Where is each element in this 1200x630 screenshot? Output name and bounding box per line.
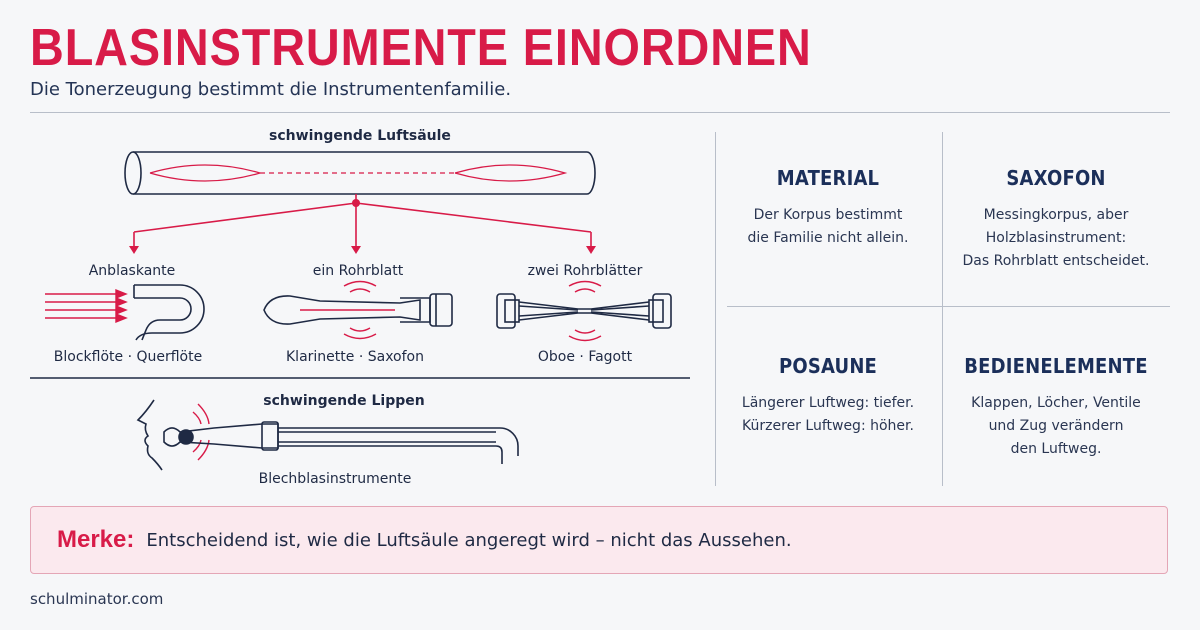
- fact-title: SAXOFON: [1006, 166, 1106, 190]
- lips-vibration-icon: [192, 403, 210, 461]
- fact-title: MATERIAL: [776, 166, 880, 190]
- examples-edge: Blockflöte · Querflöte: [54, 349, 202, 365]
- fact-card-material: MATERIAL Der Korpus bestimmt die Familie…: [715, 166, 941, 250]
- grid-line-horizontal: [727, 306, 1170, 307]
- page-subtitle: Die Tonerzeugung bestimmt die Instrument…: [30, 79, 512, 100]
- double-reed-vibration-icon: [568, 280, 602, 342]
- flute-edge-icon: [133, 284, 205, 341]
- merke-text: Entscheidend ist, wie die Luftsäule ange…: [146, 529, 792, 551]
- grid-line-left: [715, 132, 716, 486]
- merke-callout: Merke: Entscheidend ist, wie die Luftsäu…: [30, 506, 1168, 574]
- sound-production-diagram: schwingende Luftsäule Anblaskante ein Ro…: [30, 128, 690, 487]
- fact-text: Längerer Luftweg: tiefer. Kürzerer Luftw…: [741, 395, 915, 434]
- grid-line-middle: [942, 132, 943, 486]
- double-reed-icon: [496, 293, 672, 329]
- fact-text: Messingkorpus, aber Holzblasinstrument: …: [962, 207, 1150, 269]
- brass-instrument-icon: [163, 421, 519, 464]
- fact-text: Der Korpus bestimmt die Familie nicht al…: [747, 207, 909, 246]
- branch-arrows: [133, 194, 592, 248]
- merke-label: Merke:: [57, 526, 135, 553]
- examples-double-reed: Oboe · Fagott: [538, 349, 633, 365]
- mechanism-label-double-reed: zwei Rohrblätter: [528, 263, 643, 279]
- lips-examples: Blechblasinstrumente: [259, 471, 412, 487]
- footer-source: schulminator.com: [30, 590, 164, 608]
- fact-text: Klappen, Löcher, Ventile und Zug verände…: [971, 395, 1141, 457]
- air-stream-arrows-icon: [45, 288, 128, 324]
- mechanism-label-edge: Anblaskante: [89, 263, 176, 279]
- fact-card-bedienelemente: BEDIENELEMENTE Klappen, Löcher, Ventile …: [943, 354, 1169, 461]
- header-divider: [30, 112, 1170, 113]
- single-reed-vibration-icon: [300, 280, 395, 340]
- air-column-tube-icon: [124, 151, 596, 195]
- fact-card-saxofon: SAXOFON Messingkorpus, aber Holzblasinst…: [943, 166, 1169, 273]
- mechanism-label-single-reed: ein Rohrblatt: [313, 263, 404, 279]
- examples-single-reed: Klarinette · Saxofon: [286, 349, 424, 365]
- face-profile-icon: [136, 399, 163, 471]
- standing-wave-icon: [149, 164, 568, 182]
- page-title: BLASINSTRUMENTE EINORDNEN: [30, 19, 812, 77]
- air-column-label: schwingende Luftsäule: [269, 128, 451, 144]
- single-reed-mouthpiece-icon: [263, 293, 453, 327]
- fact-title: BEDIENELEMENTE: [964, 354, 1148, 378]
- arrow-heads: [129, 246, 596, 254]
- fact-card-posaune: POSAUNE Längerer Luftweg: tiefer. Kürzer…: [715, 354, 941, 438]
- branch-dot: [352, 199, 360, 207]
- facts-grid: MATERIAL Der Korpus bestimmt die Familie…: [715, 132, 1170, 486]
- fact-title: POSAUNE: [778, 354, 878, 378]
- lips-label: schwingende Lippen: [263, 393, 424, 409]
